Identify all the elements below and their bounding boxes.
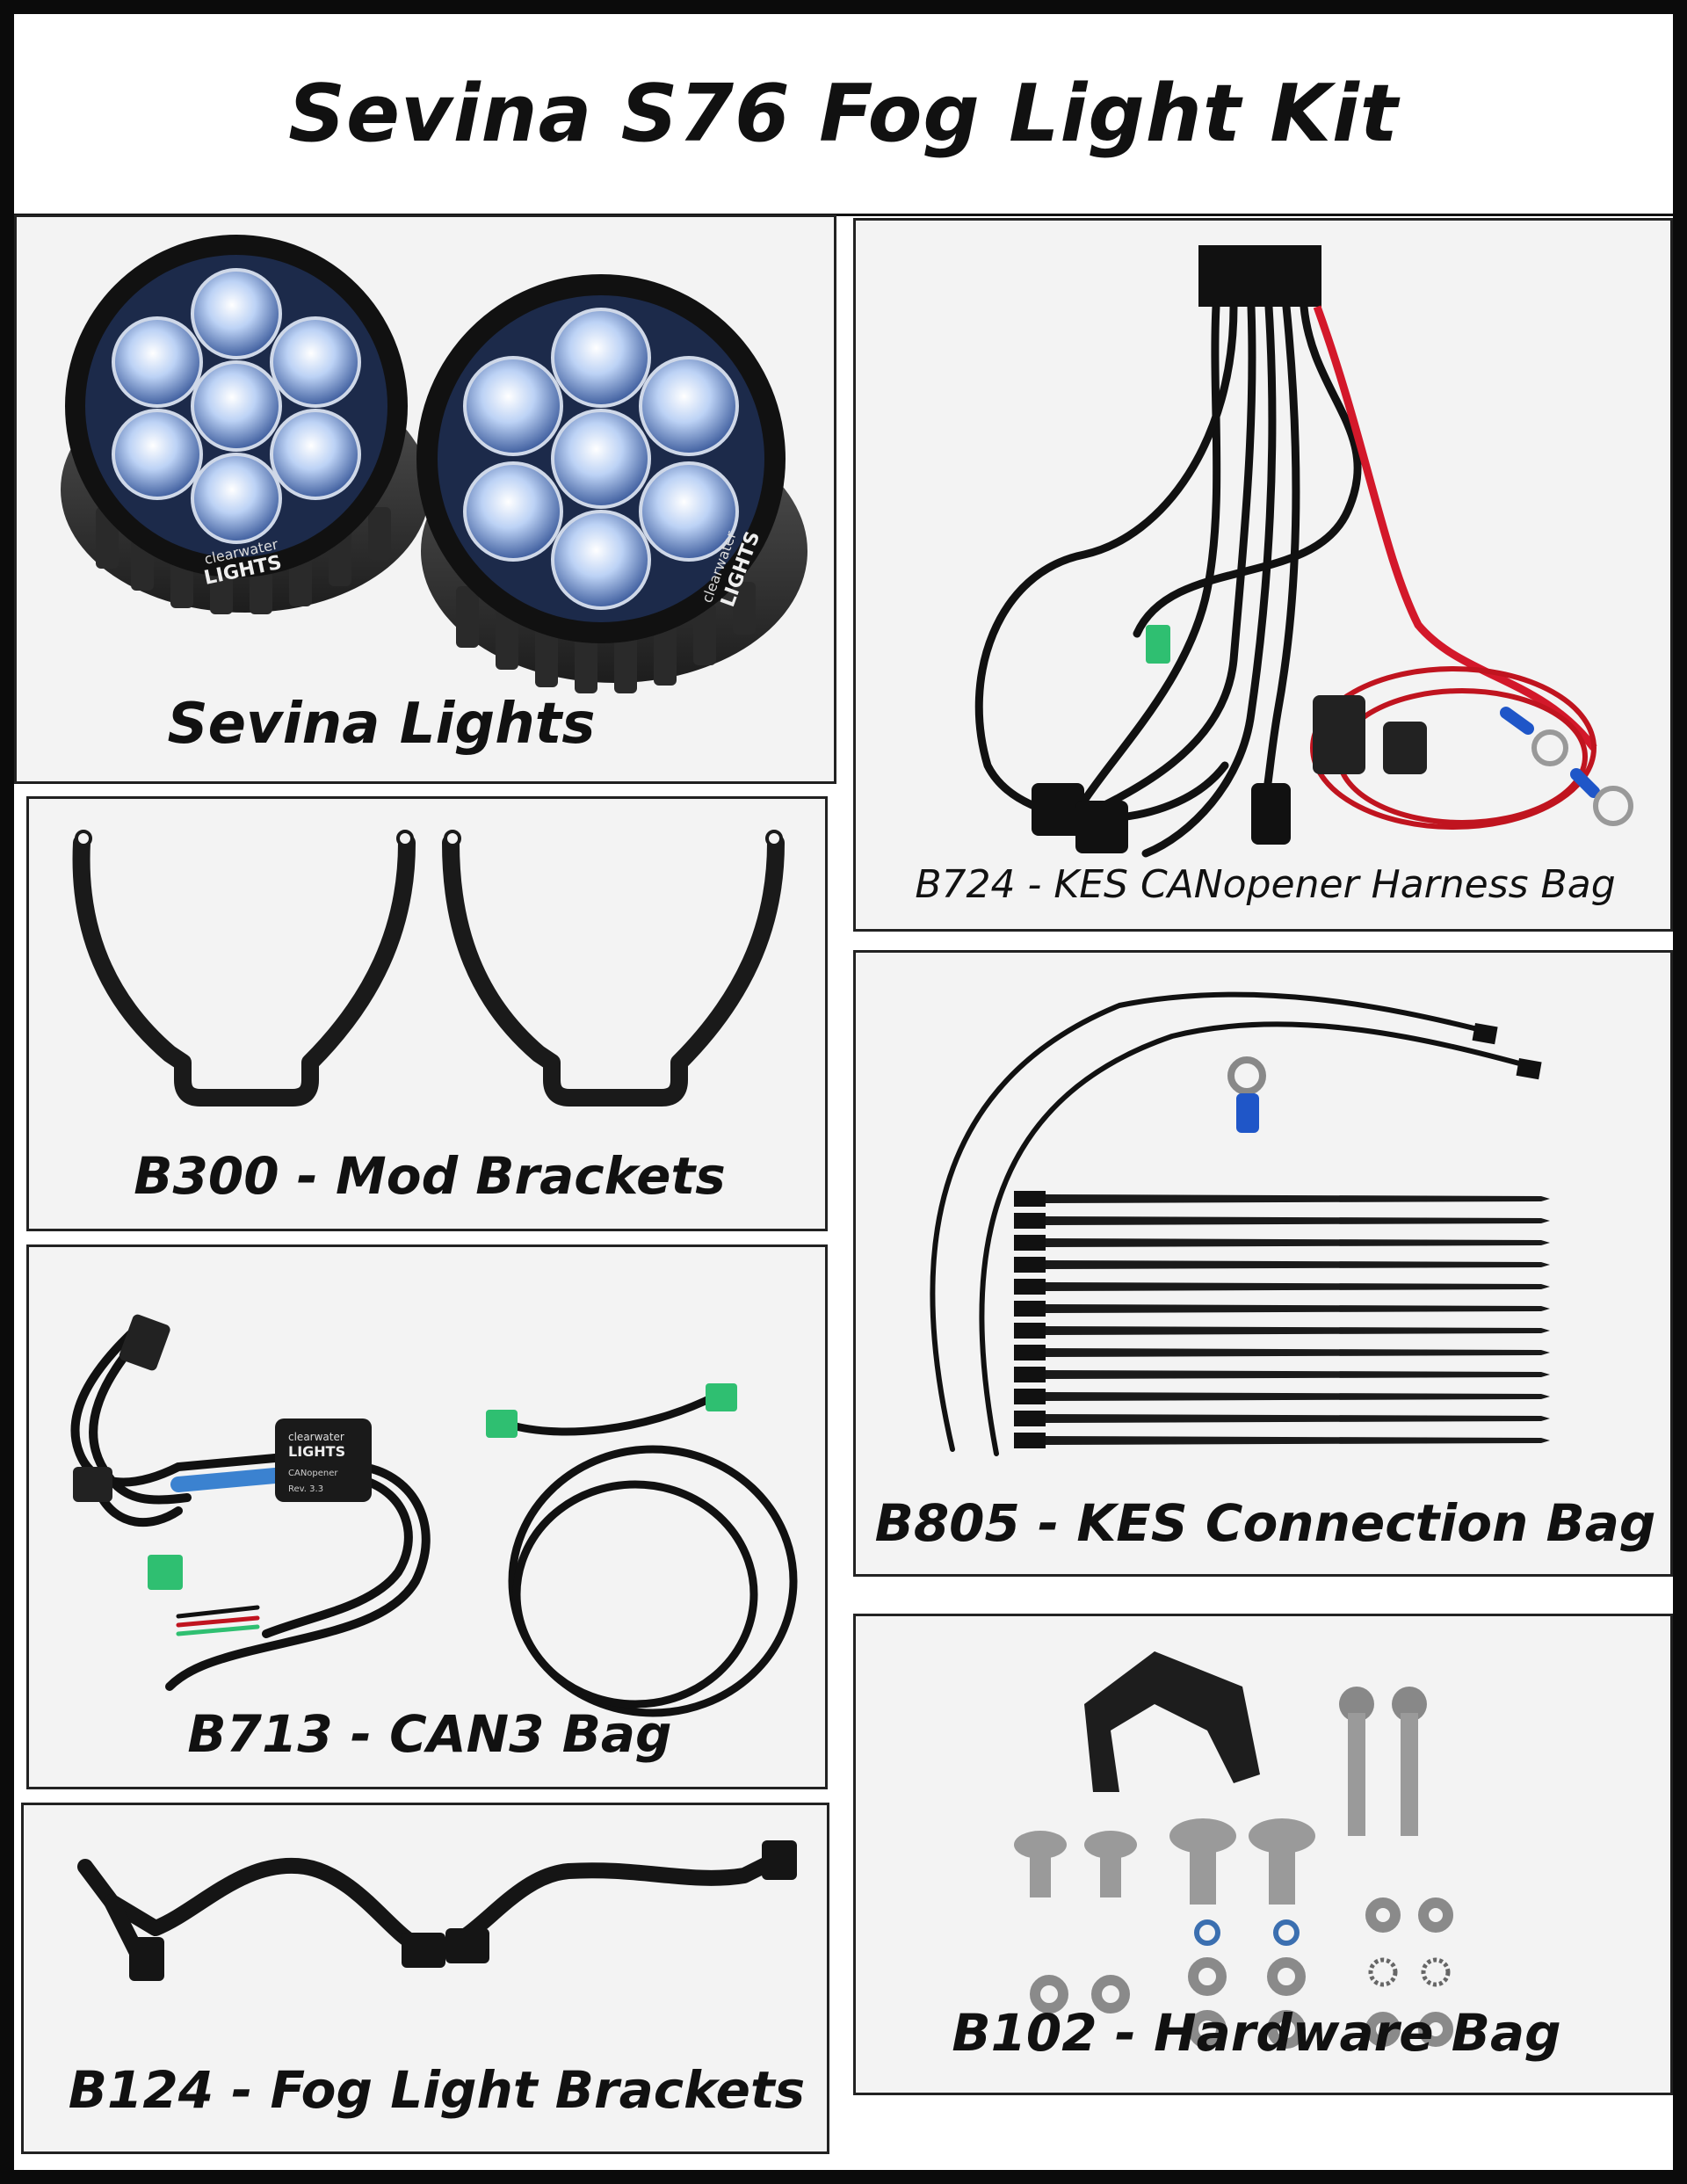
mod-brackets-illustration (72, 830, 785, 1107)
caption-sevina-lights: Sevina Lights (167, 692, 596, 757)
cable-tie-band (1046, 1326, 1550, 1335)
cable-tie-head (1014, 1301, 1046, 1317)
fog-light-left: clearwater LIGHTS (61, 235, 430, 614)
cable-tie-head (1014, 1433, 1046, 1448)
title-box: Sevina S76 Fog Light Kit (14, 14, 1673, 216)
cable-ties (1014, 1191, 1550, 1448)
panel-hardware-bag: B102 - Hardware Bag (853, 1614, 1673, 2095)
panel-can3-bag: clearwater LIGHTS CANopener Rev. 3.3 B71… (26, 1244, 828, 1789)
fog-light-right: clearwater LIGHTS (416, 274, 807, 693)
short-screws (1014, 1818, 1315, 1905)
harness-illustration (974, 245, 1633, 858)
cable-tie-band (1046, 1216, 1550, 1225)
cable-tie-head (1014, 1367, 1046, 1382)
panel-connection-bag: B805 - KES Connection Bag (853, 950, 1673, 1577)
caption-mod-brackets: B300 - Mod Brackets (134, 1146, 726, 1206)
canopener-module-label: clearwater LIGHTS CANopener Rev. 3.3 (288, 1431, 345, 1494)
green-connector (1146, 625, 1170, 664)
svg-text:Rev. 3.3: Rev. 3.3 (288, 1484, 323, 1494)
panel-mod-brackets: B300 - Mod Brackets (26, 796, 828, 1231)
caption-harness-bag: B724 - KES CANopener Harness Bag (915, 862, 1616, 907)
fuse-holder (1313, 695, 1365, 774)
cable-tie-head (1014, 1191, 1046, 1207)
caption-fog-light-brackets: B124 - Fog Light Brackets (68, 2060, 806, 2120)
caption-hardware-bag: B102 - Hardware Bag (952, 2003, 1561, 2063)
small-bracket (1084, 1651, 1260, 1792)
panel-sevina-lights: clearwater LIGHTS (14, 214, 836, 784)
cable-tie-band (1046, 1304, 1550, 1313)
relay-box (1198, 245, 1321, 307)
cable-tie-head (1014, 1235, 1046, 1251)
cable-tie-band (1046, 1414, 1550, 1423)
lock-washers (1368, 1957, 1451, 1987)
cable-tie-head (1014, 1213, 1046, 1229)
cable-tie-head (1014, 1411, 1046, 1426)
svg-text:LIGHTS: LIGHTS (288, 1443, 345, 1460)
canopener-module (275, 1419, 372, 1502)
can3-illustration: clearwater LIGHTS CANopener Rev. 3.3 (70, 1314, 798, 1717)
connection-bag-illustration (930, 991, 1550, 1456)
caption-connection-bag: B805 - KES Connection Bag (874, 1493, 1656, 1553)
cable-tie-band (1046, 1260, 1550, 1269)
panel-fog-light-brackets: B124 - Fog Light Brackets (21, 1803, 829, 2154)
cable-tie-band (1046, 1370, 1550, 1379)
svg-text:CANopener: CANopener (288, 1469, 338, 1478)
caption-can3-bag: B713 - CAN3 Bag (187, 1704, 672, 1764)
cable-tie-band (1046, 1392, 1550, 1401)
cable-tie-head (1014, 1389, 1046, 1404)
cable-tie-band (1046, 1436, 1550, 1445)
cable-tie-band (1046, 1238, 1550, 1247)
lock-nuts (1194, 1919, 1300, 1946)
red-power-wire (1313, 305, 1597, 751)
fog-brackets-illustration (77, 1840, 797, 1981)
ring-terminal (1227, 1056, 1266, 1133)
hardware-illustration (1014, 1651, 1453, 2049)
washers (1030, 1897, 1453, 2049)
long-bolts (1339, 1687, 1427, 1836)
cable-tie-band (1046, 1348, 1550, 1357)
cable-tie-head (1014, 1257, 1046, 1273)
svg-text:clearwater: clearwater (288, 1431, 344, 1443)
cable-tie-band (1046, 1282, 1550, 1291)
cable-tie-band (1046, 1194, 1550, 1203)
page-title: Sevina S76 Fog Light Kit (288, 68, 1399, 160)
ring-terminals (1500, 707, 1633, 826)
green-connector (486, 1410, 518, 1438)
sheet: Sevina S76 Fog Light Kit (14, 14, 1673, 2170)
sevina-lights-illustration: clearwater LIGHTS (61, 235, 807, 693)
cable-tie-head (1014, 1279, 1046, 1295)
panel-harness-bag: B724 - KES CANopener Harness Bag (853, 218, 1673, 932)
cable-tie-head (1014, 1345, 1046, 1360)
cable-tie-head (1014, 1323, 1046, 1339)
